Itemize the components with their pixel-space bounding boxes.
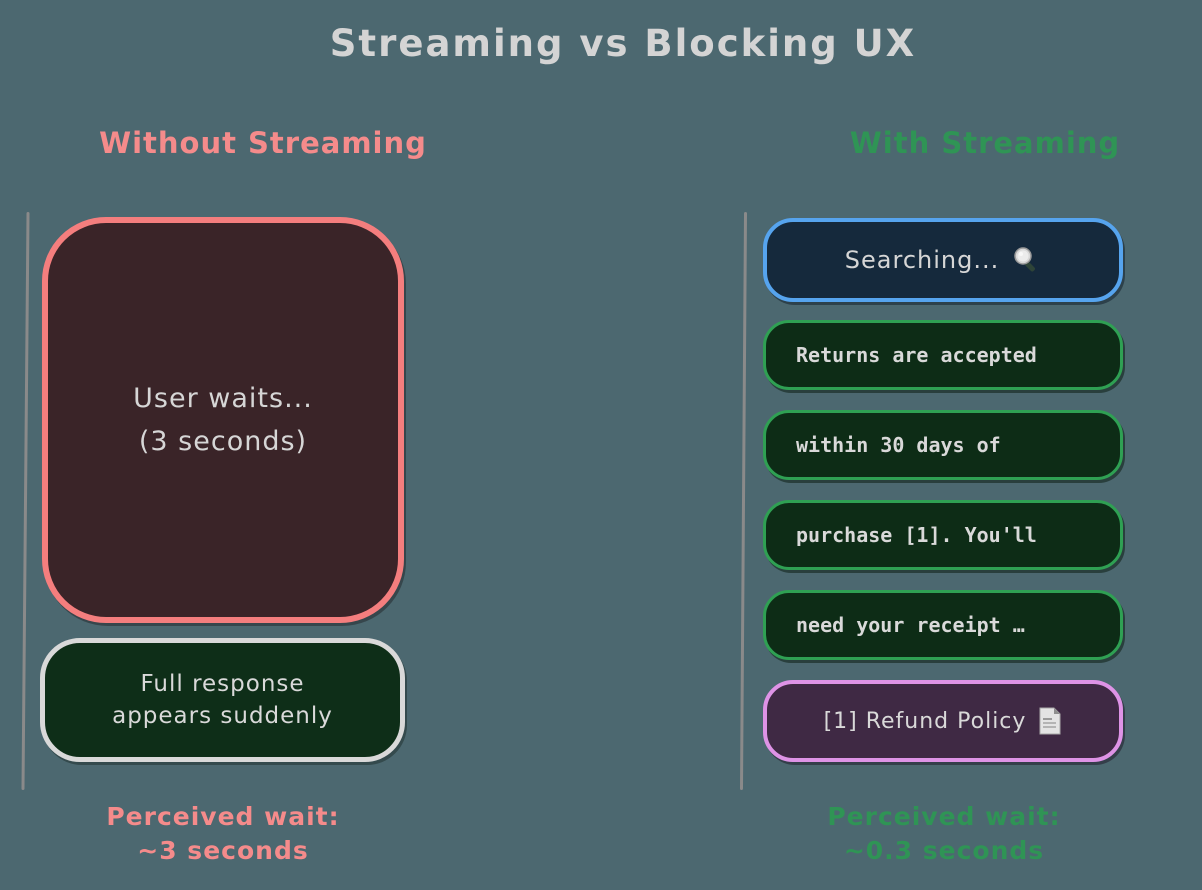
stream-token-chip-4: need your receipt … [763,590,1123,660]
stream-token-chip-1: Returns are accepted [763,320,1123,390]
right-column-header: With Streaming [849,126,1121,160]
refund-policy-citation-chip: [1] Refund Policy [763,680,1123,762]
right-caption-line1: Perceived wait: [827,802,1061,831]
token-text: within 30 days of [796,433,1001,457]
right-caption-line2: ~0.3 seconds [843,836,1045,865]
document-icon [1039,707,1061,735]
token-text: purchase [1]. You'll [796,523,1037,547]
right-perceived-wait-caption: Perceived wait: ~0.3 seconds [814,800,1074,868]
full-response-box: Full response appears suddenly [40,638,405,762]
left-column-header: Without Streaming [99,126,427,160]
token-text: Returns are accepted [796,343,1037,367]
user-waits-line1: User waits... [133,383,313,414]
left-caption-line2: ~3 seconds [137,836,309,865]
diagram-title: Streaming vs Blocking UX [329,22,917,65]
left-perceived-wait-caption: Perceived wait: ~3 seconds [93,800,353,868]
full-response-line1: Full response [140,671,305,697]
full-response-line2: appears suddenly [112,703,333,729]
citation-label: [1] Refund Policy [823,708,1027,734]
user-waits-box: User waits... (3 seconds) [42,217,404,623]
stream-token-chip-3: purchase [1]. You'll [763,500,1123,570]
stream-token-chip-2: within 30 days of [763,410,1123,480]
right-timeline-line [739,211,748,791]
user-waits-line2: (3 seconds) [138,426,308,457]
left-timeline-line [21,211,30,791]
left-caption-line1: Perceived wait: [106,802,340,831]
searching-status-chip: Searching... [763,218,1123,302]
searching-label: Searching... [844,246,1000,274]
token-text: need your receipt … [796,613,1025,637]
magnifier-icon [1014,247,1036,272]
